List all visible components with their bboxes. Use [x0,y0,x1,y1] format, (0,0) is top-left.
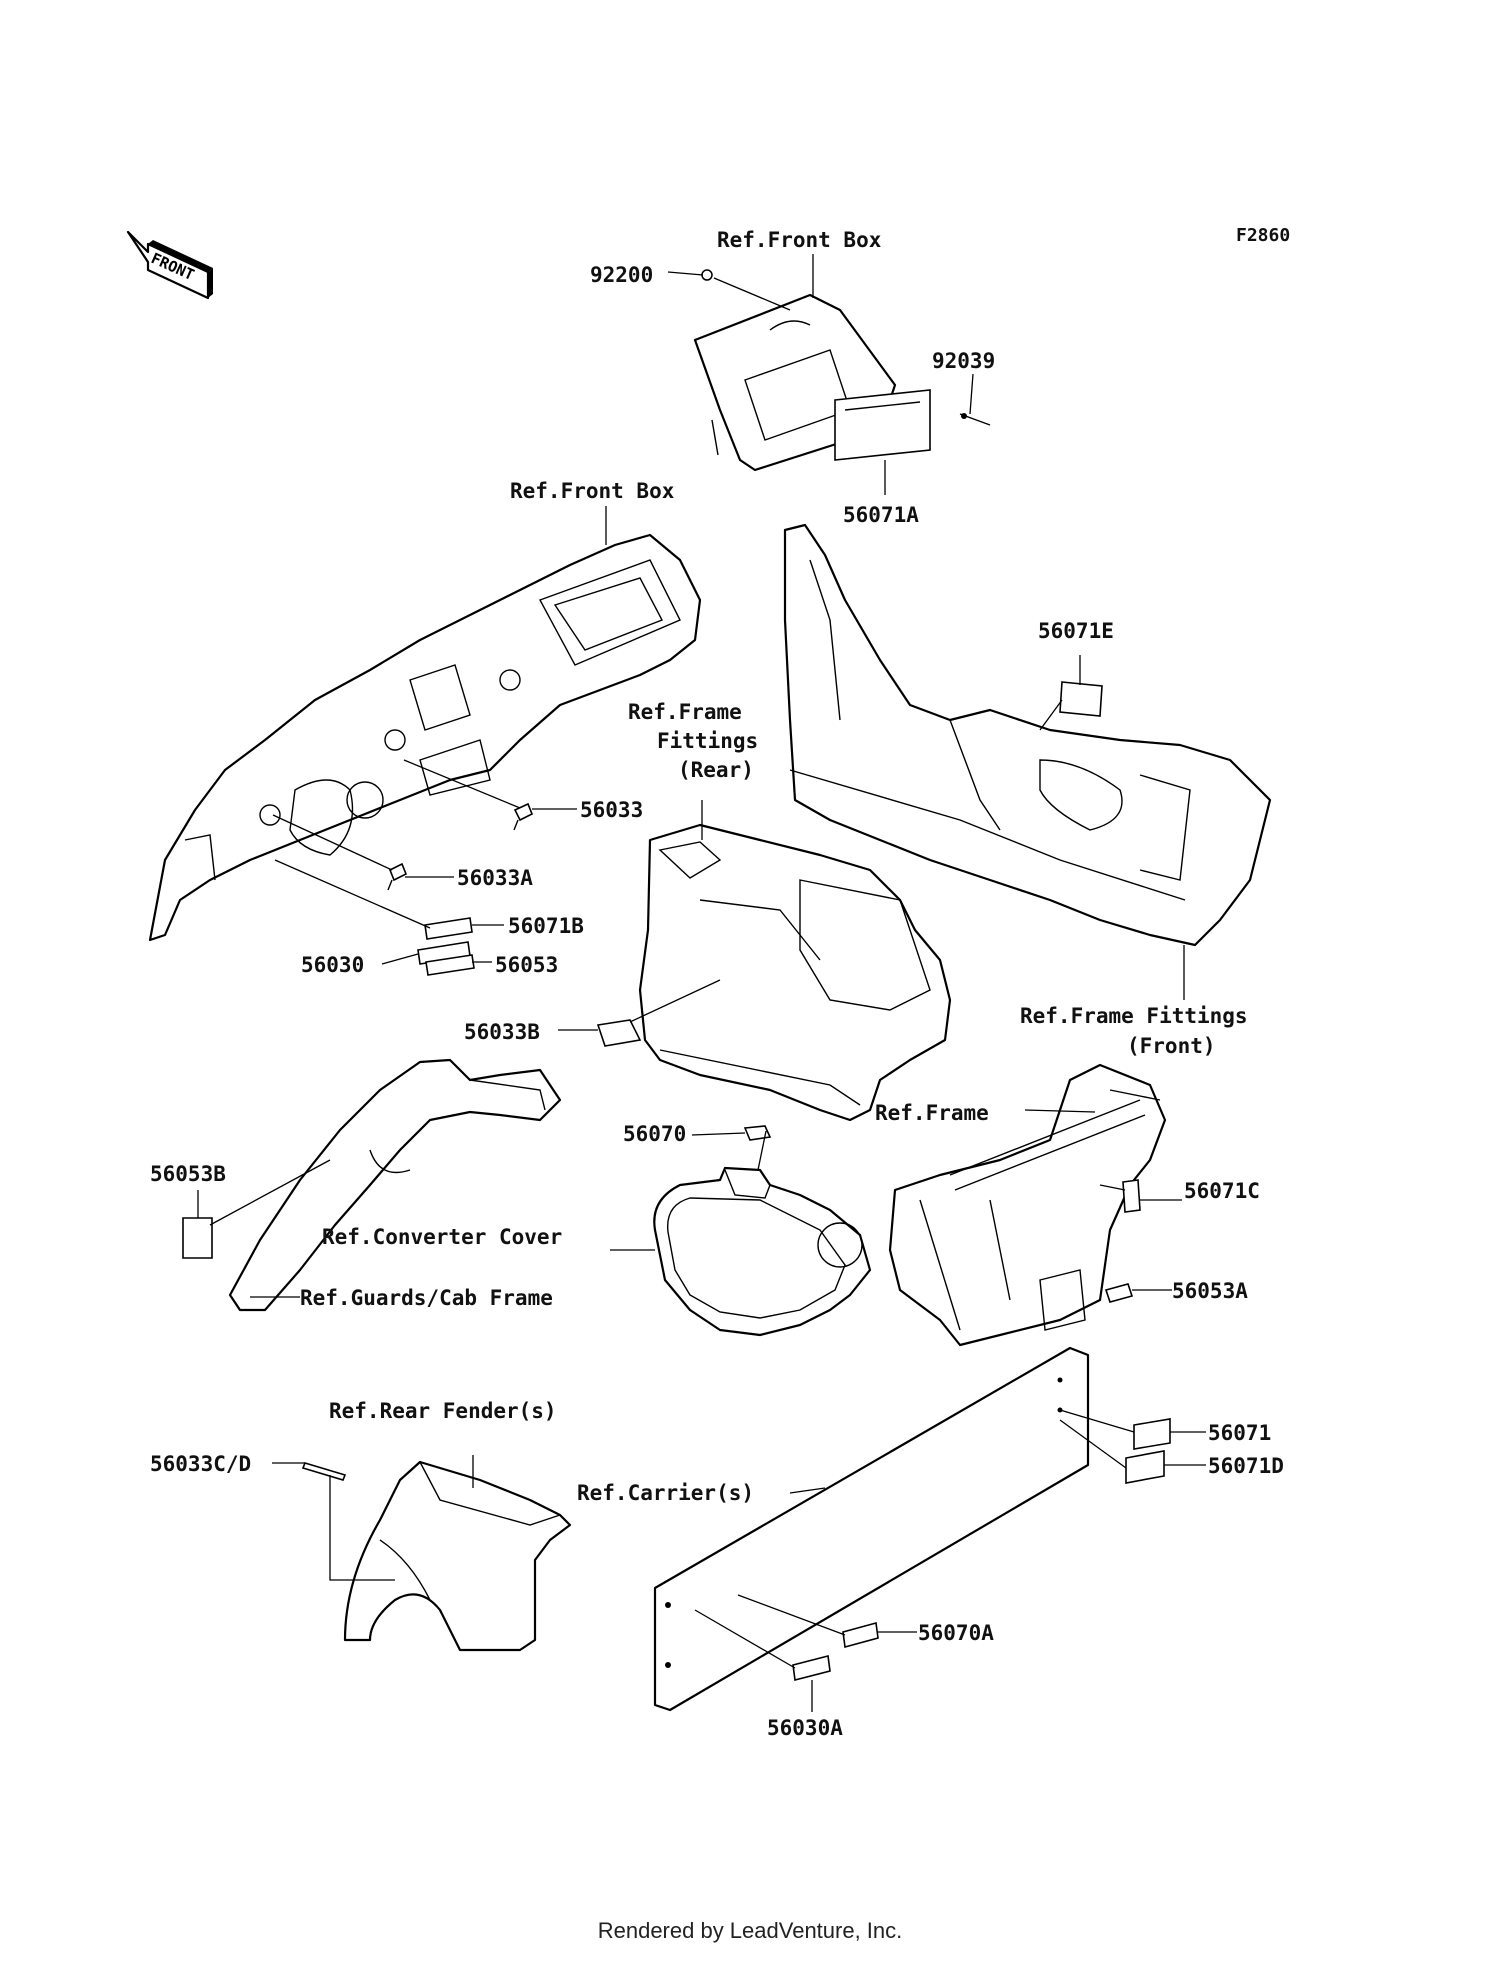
label-ref-frame: Ref.Frame [875,1101,989,1125]
front-arrow-icon: FRONT [126,230,213,300]
label-56071E: 56071E [1038,619,1114,643]
front-box-dash-part [148,533,702,942]
label-56030A: 56030A [767,1716,843,1740]
label-ref-guards-cab-frame: Ref.Guards/Cab Frame [300,1286,553,1310]
label-ref-converter-cover: Ref.Converter Cover [322,1225,562,1249]
guards-cab-frame-part [228,1058,562,1312]
label-ref-rear-fender: Ref.Rear Fender(s) [329,1399,557,1423]
decal-56071E [1059,681,1103,717]
label-56053: 56053 [495,953,558,977]
label-ref-frame-fittings-rear-3: (Rear) [678,758,754,782]
label-56033CD: 56033C/D [150,1452,251,1476]
decal-56053 [425,954,475,976]
knob-56033-icon [513,802,534,831]
decal-56071A [834,389,931,461]
footer-credit: Rendered by LeadVenture, Inc. [597,1918,903,1943]
decal-56071D [1125,1450,1165,1484]
washer-92200-icon [701,269,713,281]
label-56071B: 56071B [508,914,584,938]
label-56071A: 56071A [843,503,919,527]
label-ref-front-box-top: Ref.Front Box [717,228,882,252]
decal-56071 [1133,1418,1171,1450]
label-92200: 92200 [590,263,653,287]
knob-56033A-icon [387,862,408,891]
decal-56033B [596,1019,642,1047]
label-56030: 56030 [301,953,364,977]
label-ref-front-box-dash: Ref.Front Box [510,479,675,503]
label-56071D: 56071D [1208,1454,1284,1478]
bolt-92039-icon [959,413,991,426]
label-56071C: 56071C [1184,1179,1260,1203]
clip-56033CD-icon [301,1462,347,1481]
label-92039: 92039 [932,349,995,373]
label-56070A: 56070A [918,1621,994,1645]
decal-56053B [182,1217,213,1259]
label-ref-frame-fittings-front-2: (Front) [1127,1034,1216,1058]
carrier-part [653,1346,1090,1712]
decal-56070A [842,1621,879,1649]
label-ref-frame-fittings-rear-2: Fittings [657,729,758,753]
label-ref-frame-fittings-front-1: Ref.Frame Fittings [1020,1004,1248,1028]
decal-56070 [743,1125,772,1141]
label-56071: 56071 [1208,1421,1271,1445]
leader-lines [197,254,1206,1712]
decal-56071B [424,917,473,940]
label-56033B: 56033B [464,1020,540,1044]
label-56053A: 56053A [1172,1279,1248,1303]
label-56053B: 56053B [150,1162,226,1186]
label-56033A: 56033A [457,866,533,890]
diagram-code: F2860 [1236,225,1290,246]
frame-fittings-rear-part [638,823,952,1122]
converter-cover-part [653,1166,872,1337]
decal-56053A [1104,1283,1134,1303]
label-ref-carrier: Ref.Carrier(s) [577,1481,754,1505]
rear-fender-part [343,1460,572,1652]
label-56070: 56070 [623,1122,686,1146]
label-56033: 56033 [580,798,643,822]
decal-56030A [792,1655,831,1681]
decal-56071C [1122,1179,1141,1213]
frame-fittings-front-part [783,523,1272,947]
label-ref-frame-fittings-rear-1: Ref.Frame [628,700,742,724]
